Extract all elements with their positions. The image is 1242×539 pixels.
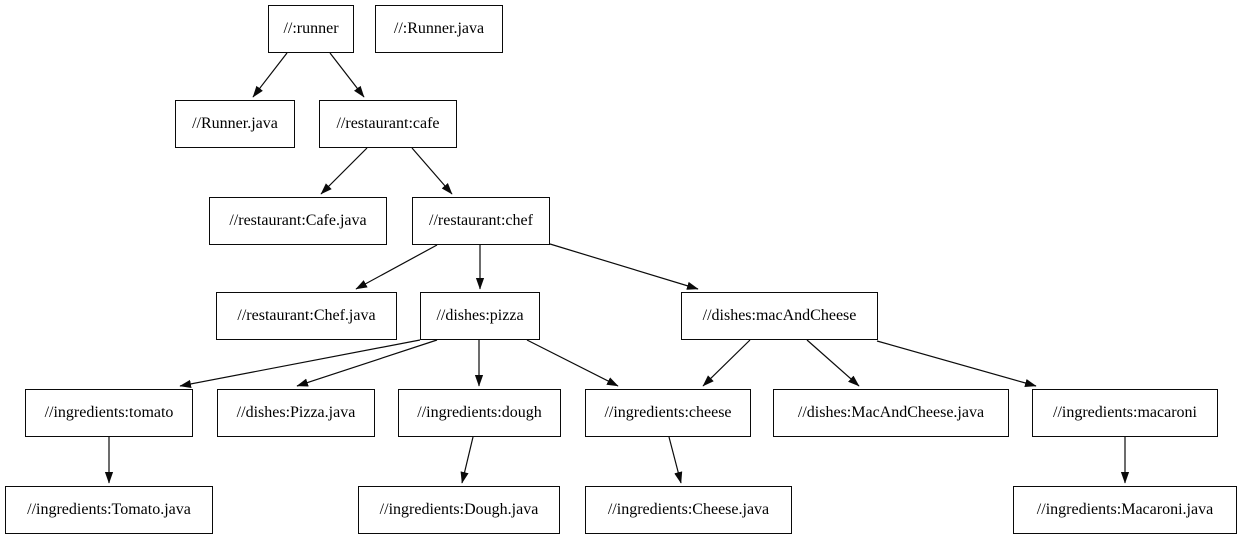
edge-cheese-to-cheese-java <box>668 436 683 484</box>
graph-node-label: //ingredients:Cheese.java <box>607 501 770 518</box>
graph-node-label: //ingredients:Macaroni.java <box>1036 501 1214 518</box>
graph-node-label: //restaurant:cafe <box>336 115 440 132</box>
edge-cafe-to-chef <box>411 147 453 195</box>
graph-node-label: //ingredients:macaroni <box>1053 404 1197 421</box>
edge-mac-and-cheese-to-macaroni <box>876 340 1037 387</box>
graph-node-cheese: //ingredients:cheese <box>585 389 751 437</box>
graph-node-pizza: //dishes:pizza <box>420 292 540 340</box>
graph-node-label: //:runner <box>283 20 339 37</box>
graph-node-pizza-java: //dishes:Pizza.java <box>217 389 375 437</box>
graph-node-runner: //:runner <box>268 5 354 53</box>
graph-node-label: //ingredients:dough <box>417 404 542 421</box>
graph-node-label: //restaurant:Chef.java <box>237 307 376 324</box>
graph-node-label: //dishes:MacAndCheese.java <box>797 404 985 421</box>
edge-cafe-to-cafe-java <box>320 147 368 195</box>
graph-node-label: //ingredients:cheese <box>604 404 732 421</box>
graph-node-label: //:Runner.java <box>393 20 485 37</box>
graph-node-cafe-java: //restaurant:Cafe.java <box>209 197 387 245</box>
graph-node-runner-java-root: //:Runner.java <box>375 5 503 53</box>
graph-node-label: //ingredients:tomato <box>44 404 174 421</box>
edge-mac-and-cheese-to-mac-and-cheese-java <box>806 339 860 387</box>
graph-node-mac-and-cheese: //dishes:macAndCheese <box>681 292 878 340</box>
graph-node-dough-java: //ingredients:Dough.java <box>358 486 560 534</box>
edge-chef-to-mac-and-cheese <box>549 243 699 290</box>
edge-pizza-to-pizza-java <box>296 339 438 387</box>
graph-node-tomato: //ingredients:tomato <box>25 389 193 437</box>
graph-node-cheese-java: //ingredients:Cheese.java <box>585 486 792 534</box>
graph-node-cafe: //restaurant:cafe <box>319 100 457 148</box>
graph-node-macaroni-java: //ingredients:Macaroni.java <box>1013 486 1237 534</box>
graph-node-macaroni: //ingredients:macaroni <box>1032 389 1218 437</box>
edge-pizza-to-tomato <box>179 339 421 388</box>
edge-pizza-to-cheese <box>526 339 619 387</box>
graph-node-label: //restaurant:chef <box>429 212 533 229</box>
edge-dough-to-dough-java <box>460 436 474 484</box>
graph-node-dough: //ingredients:dough <box>398 389 561 437</box>
edge-mac-and-cheese-to-cheese <box>702 339 751 387</box>
edge-runner-to-runner-java <box>252 52 288 98</box>
graph-node-runner-java: //Runner.java <box>175 100 295 148</box>
graph-node-label: //ingredients:Dough.java <box>379 501 539 518</box>
graph-node-mac-and-cheese-java: //dishes:MacAndCheese.java <box>773 389 1009 437</box>
graph-node-label: //dishes:Pizza.java <box>236 404 356 421</box>
graph-node-label: //ingredients:Tomato.java <box>27 501 191 518</box>
graph-node-label: //dishes:pizza <box>436 307 524 324</box>
graph-node-label: //restaurant:Cafe.java <box>229 212 367 229</box>
edge-runner-to-cafe <box>329 52 365 98</box>
edge-chef-to-chef-java <box>355 244 438 290</box>
graph-node-label: //Runner.java <box>192 115 278 132</box>
graph-node-chef: //restaurant:chef <box>412 197 550 245</box>
graph-node-tomato-java: //ingredients:Tomato.java <box>5 486 213 534</box>
graph-node-label: //dishes:macAndCheese <box>702 307 857 324</box>
graph-node-chef-java: //restaurant:Chef.java <box>216 292 397 340</box>
